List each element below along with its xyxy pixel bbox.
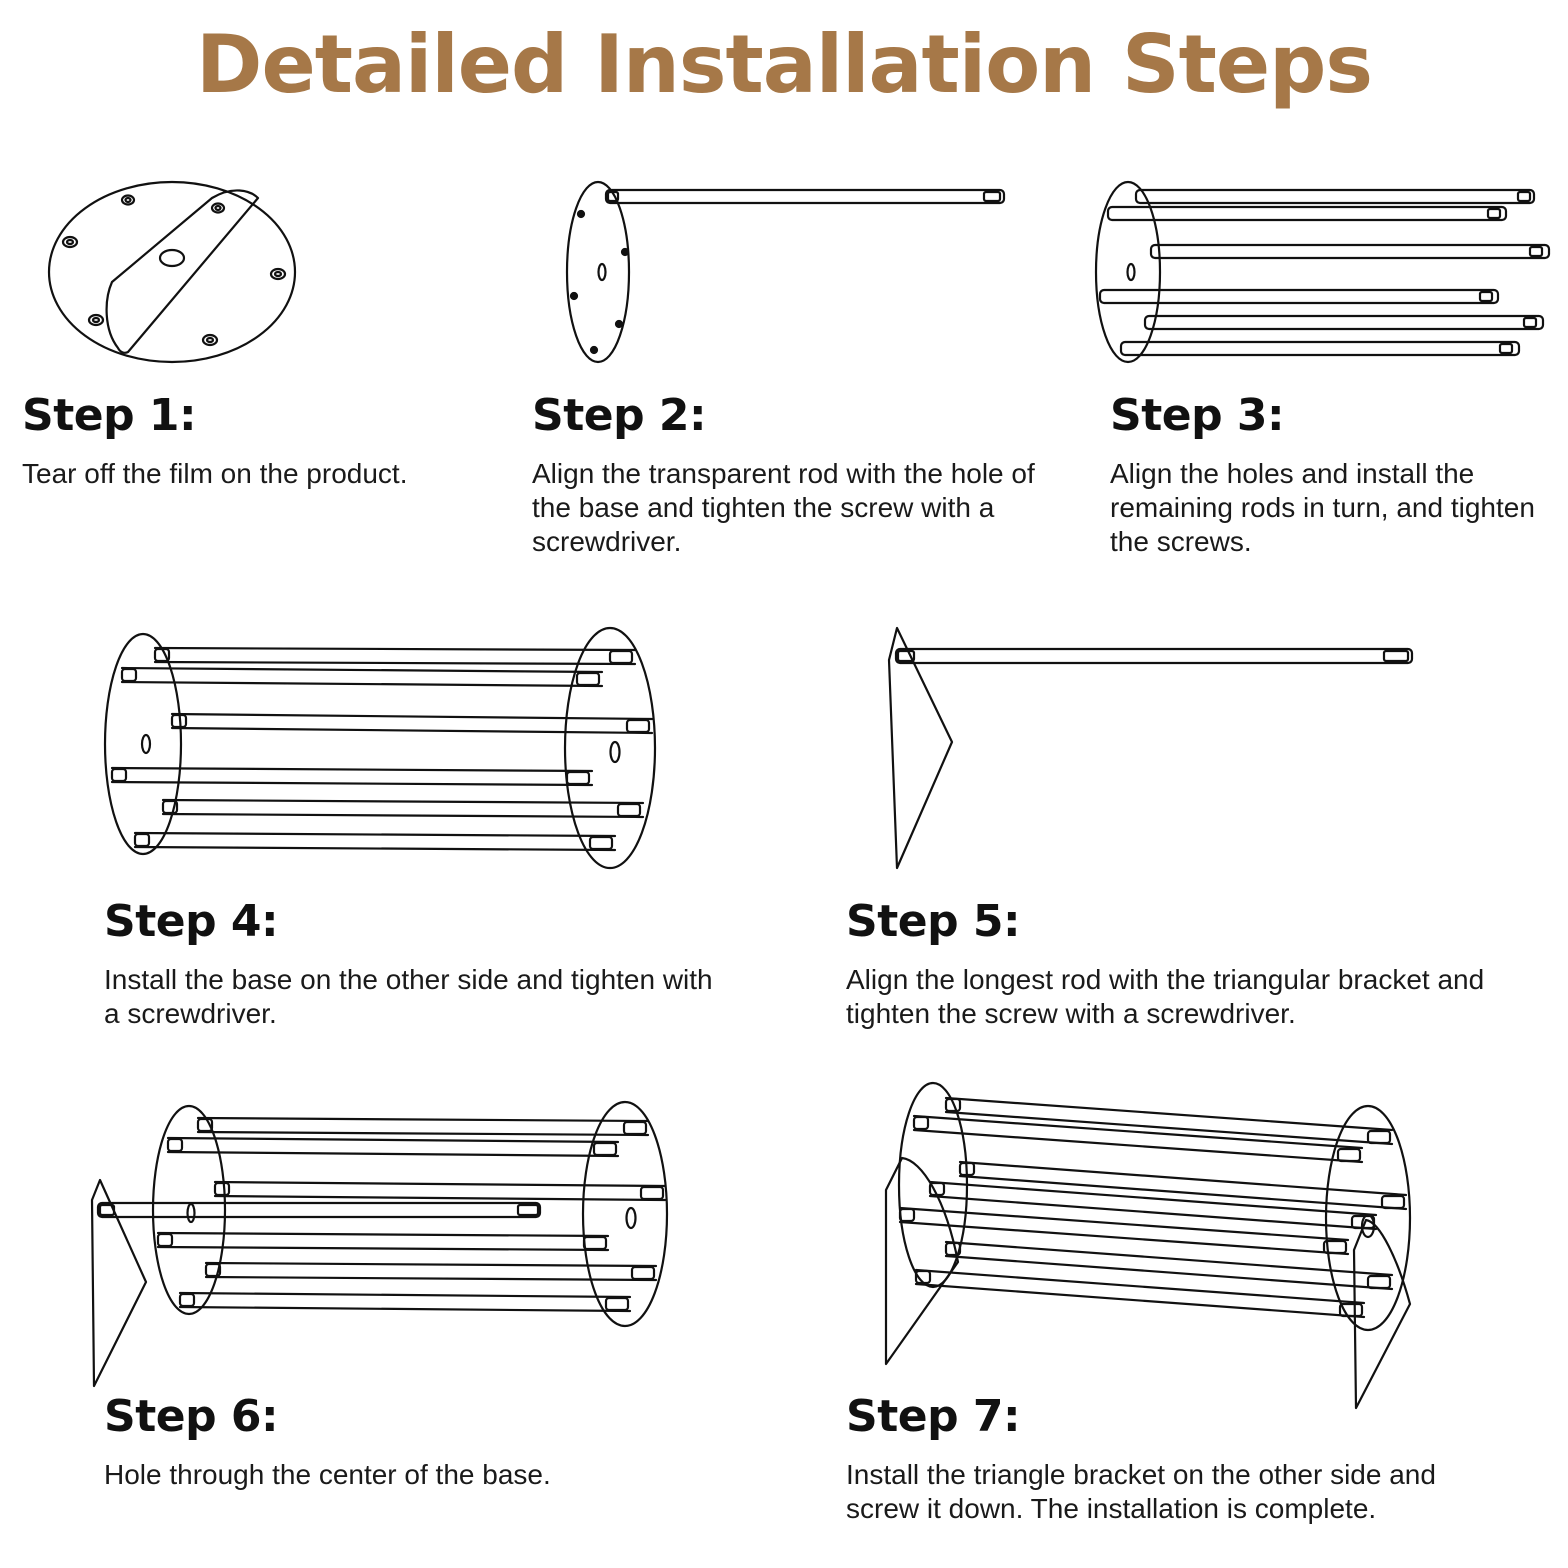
- step-3-heading: Step 3:: [1110, 390, 1285, 441]
- step-2-description: Align the transparent rod with the hole …: [532, 458, 1035, 557]
- step-2-illustration: [567, 182, 1004, 362]
- step-4-illustration: [105, 628, 655, 868]
- page-title: Detailed Installation Steps: [196, 18, 1373, 111]
- step-6-illustration: [92, 1102, 667, 1386]
- step-5-description: Align the longest rod with the triangula…: [846, 964, 1485, 1029]
- step-2-heading: Step 2:: [532, 390, 707, 441]
- step-3-description: Align the holes and install the remainin…: [1110, 458, 1535, 557]
- step-5-illustration: [889, 628, 1412, 868]
- step-1-description: Tear off the film on the product.: [22, 458, 408, 489]
- step-6-description: Hole through the center of the base.: [104, 1459, 551, 1490]
- step-3-illustration: [1096, 182, 1549, 362]
- step-4-heading: Step 4:: [104, 896, 279, 947]
- step-7-illustration: [886, 1083, 1410, 1408]
- step-6-heading: Step 6:: [104, 1391, 279, 1442]
- step-1-heading: Step 1:: [22, 390, 197, 441]
- step-1-illustration: [49, 182, 295, 362]
- step-7-heading: Step 7:: [846, 1391, 1021, 1442]
- step-4-description: Install the base on the other side and t…: [104, 964, 713, 1029]
- step-5-heading: Step 5:: [846, 896, 1021, 947]
- step-7-description: Install the triangle bracket on the othe…: [846, 1459, 1436, 1524]
